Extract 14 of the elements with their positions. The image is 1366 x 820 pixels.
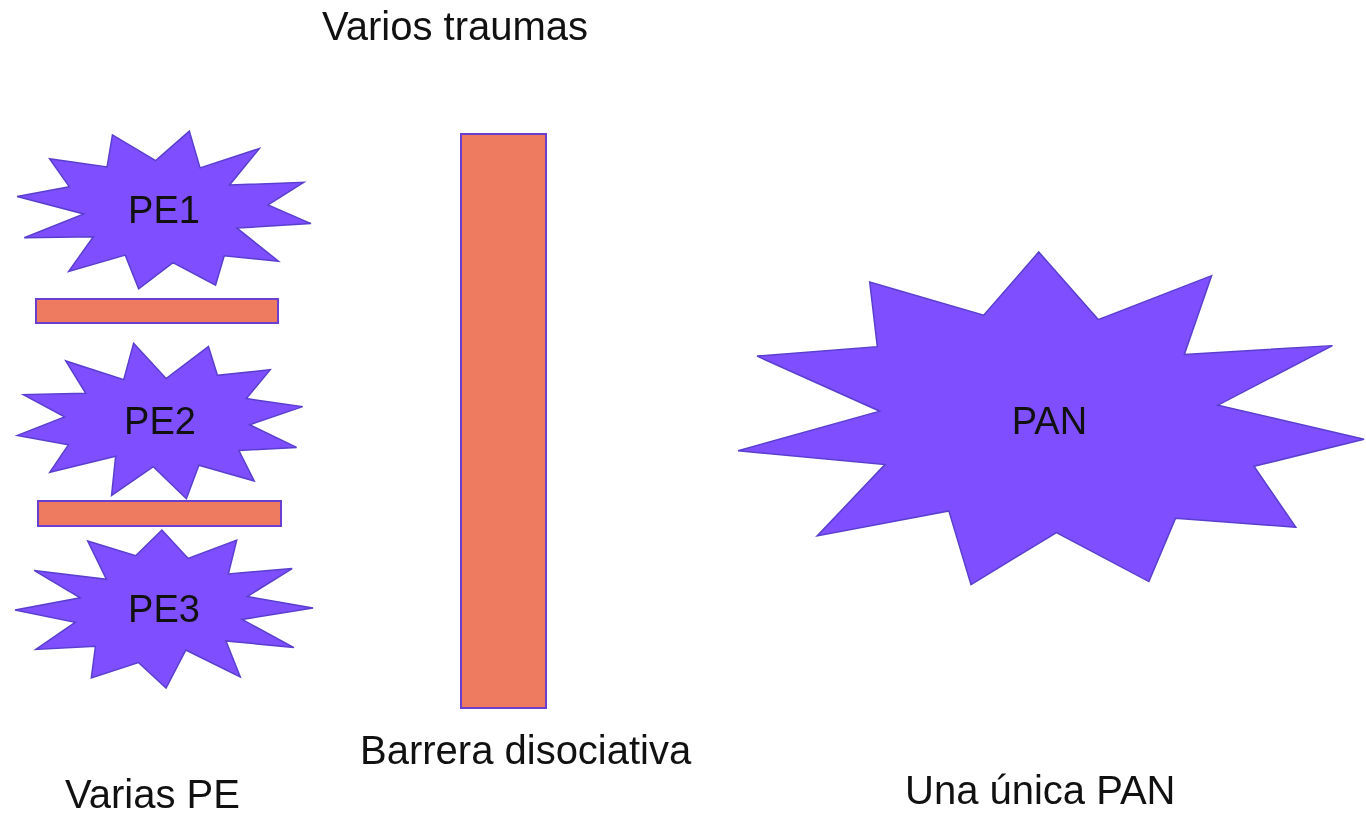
bar <box>460 133 547 709</box>
starburst-shape <box>15 530 313 688</box>
heading-text: Varios traumas <box>322 4 588 49</box>
bar-caption: Barrera disociativa <box>360 728 692 773</box>
node-label: PE1 <box>128 188 200 232</box>
node-label: PE3 <box>128 587 200 631</box>
column-caption: Varias PE <box>65 772 240 817</box>
bar <box>37 500 282 527</box>
starburst-shape <box>15 342 305 500</box>
column-caption: Una única PAN <box>905 768 1176 813</box>
starburst-shape <box>15 130 313 290</box>
bar <box>35 298 279 324</box>
node-label: PE2 <box>124 399 196 443</box>
node-label: PAN <box>1011 399 1088 443</box>
